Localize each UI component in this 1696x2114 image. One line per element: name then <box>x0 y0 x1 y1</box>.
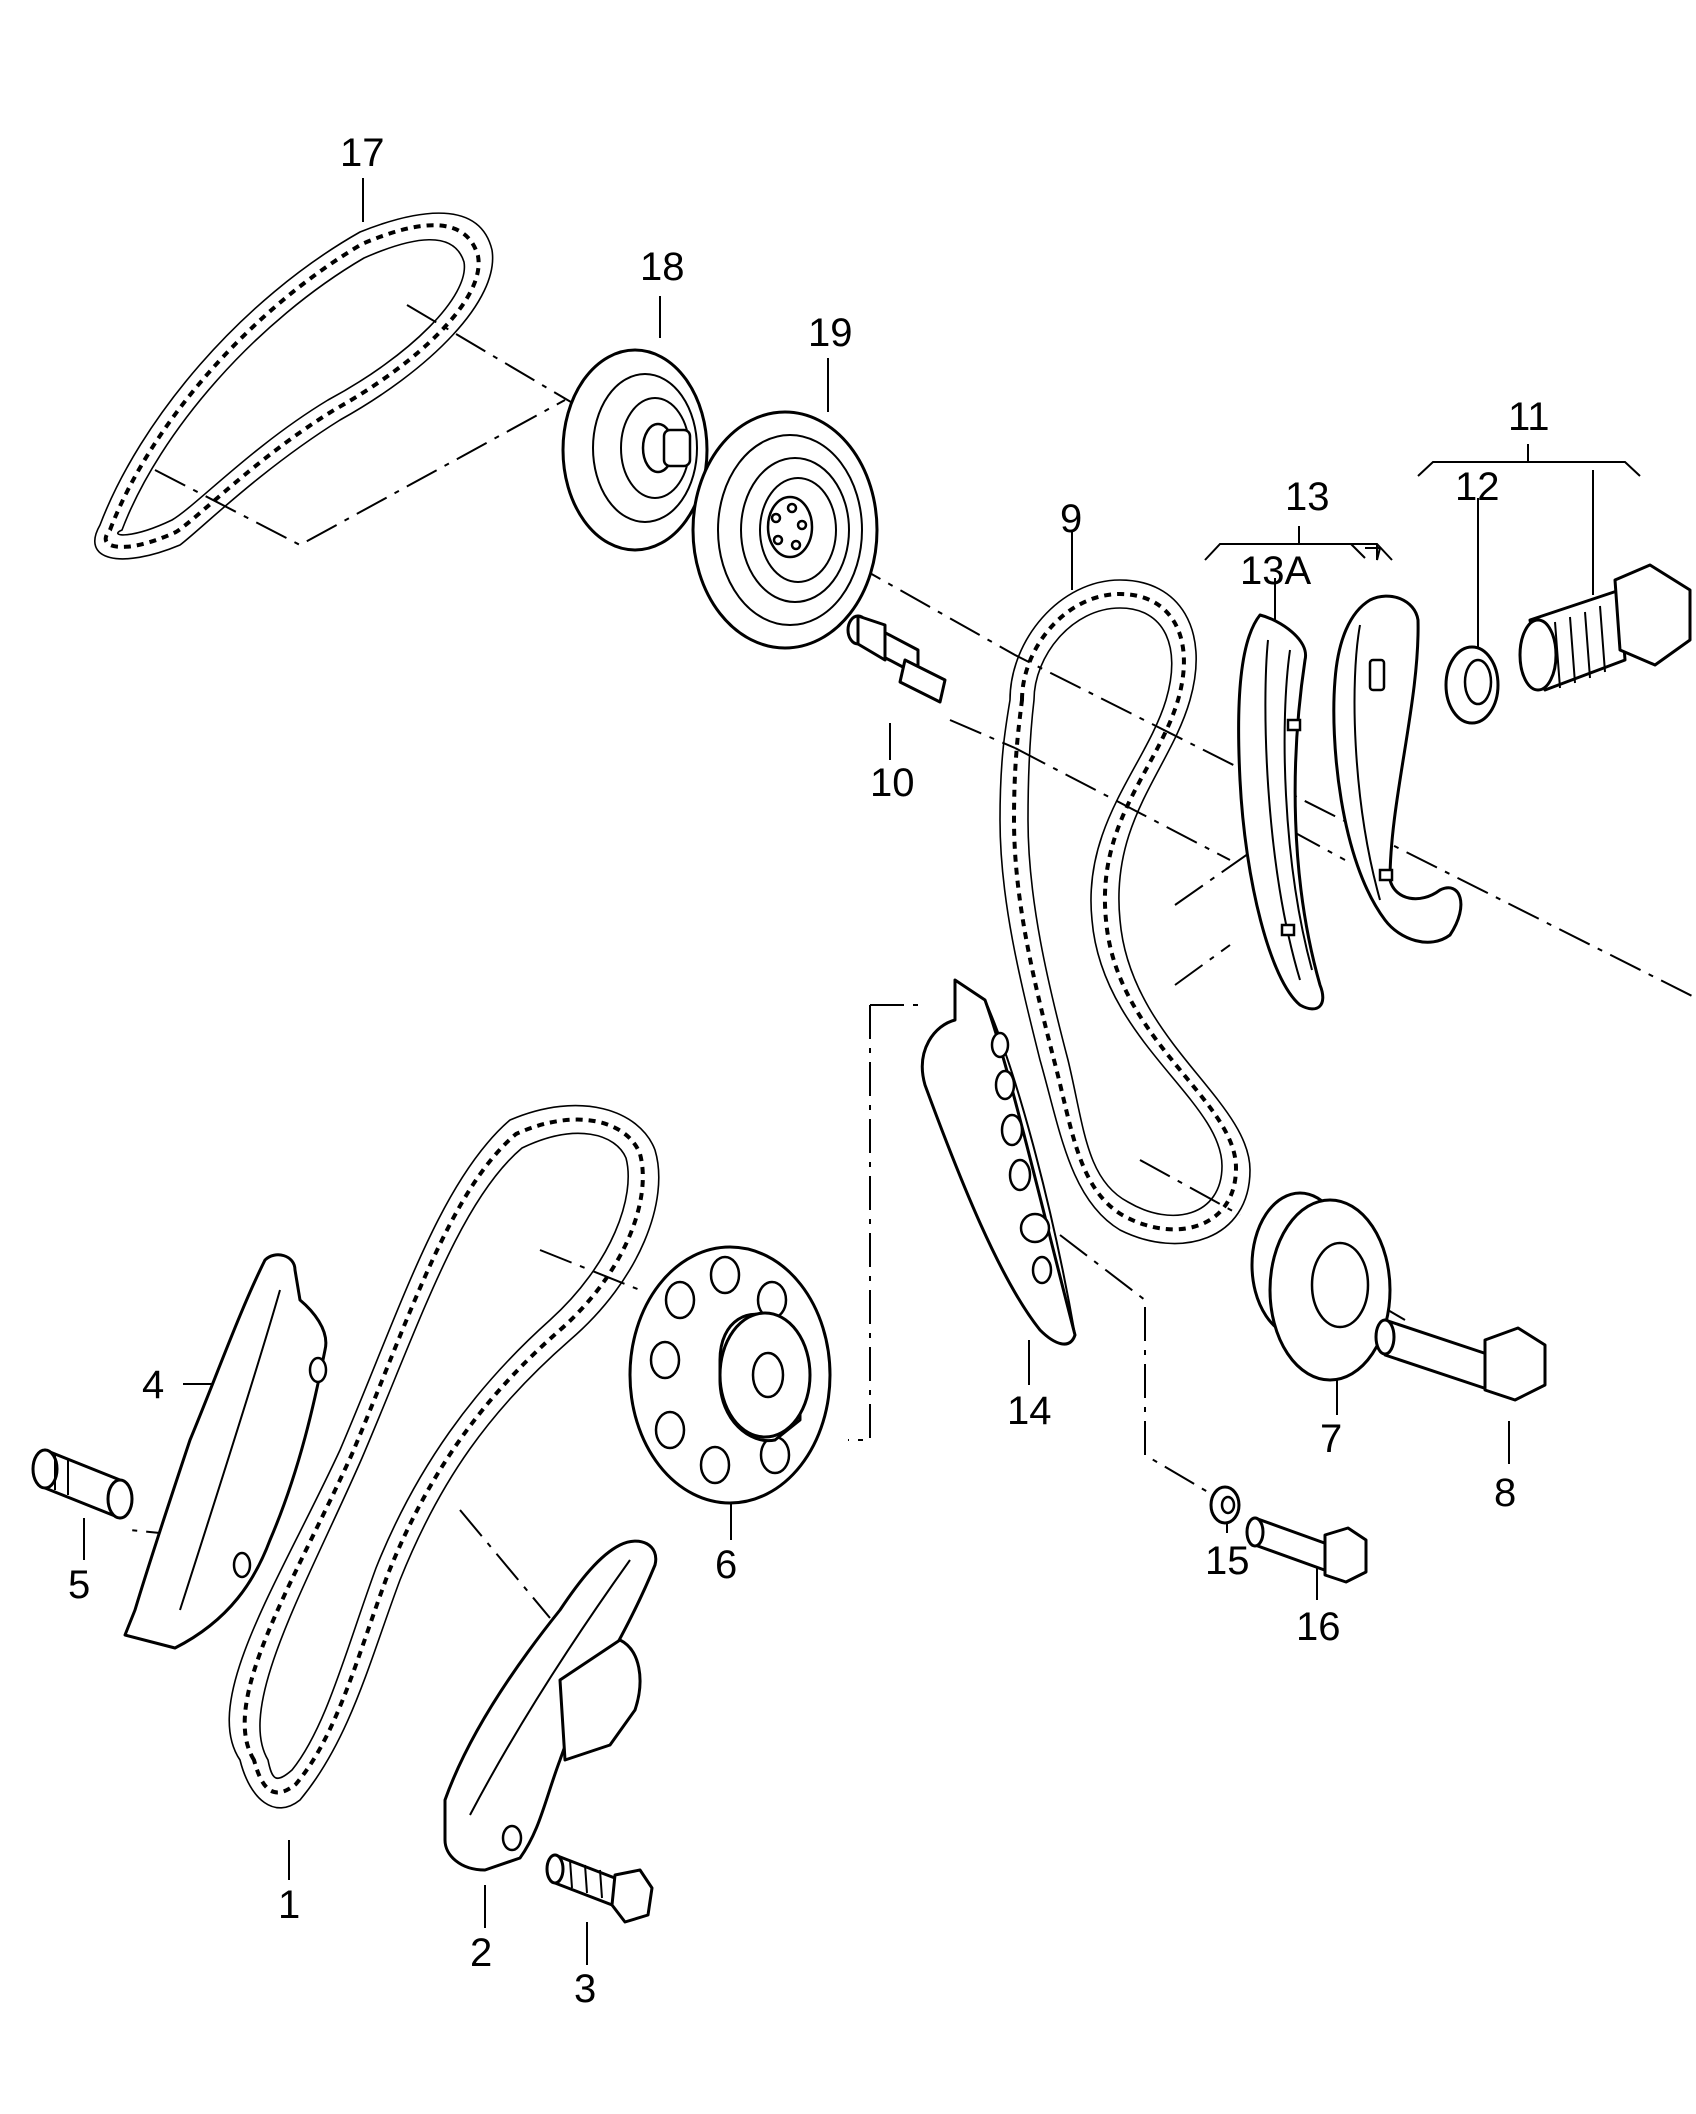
callout-16: 16 <box>1296 1605 1341 1649</box>
chain-17 <box>94 212 494 560</box>
tensioner-11 <box>1518 563 1692 692</box>
callout-19: 19 <box>808 311 853 355</box>
sprocket-19 <box>691 410 879 650</box>
callout-14: 14 <box>1007 1389 1052 1433</box>
tensioner-rail-2 <box>443 1539 658 1872</box>
bolt-8 <box>1374 1318 1547 1402</box>
callout-17: 17 <box>340 131 385 175</box>
callout-9: 9 <box>1060 497 1082 541</box>
leader-lines <box>83 178 1641 1965</box>
guide-rail-4 <box>123 1253 328 1650</box>
callout-5: 5 <box>68 1563 90 1607</box>
callout-10: 10 <box>870 761 915 805</box>
callout-15: 15 <box>1205 1539 1250 1583</box>
callout-4: 4 <box>142 1363 164 1407</box>
callout-3: 3 <box>574 1967 596 2011</box>
sprocket-18 <box>561 348 709 552</box>
callout-12: 12 <box>1455 465 1500 509</box>
washer-12 <box>1444 645 1500 725</box>
callout-13a: 13A <box>1240 549 1311 593</box>
callout-labels: 17 18 19 9 13 13A 11 12 10 4 5 6 14 7 8 … <box>68 131 1550 2011</box>
callout-11: 11 <box>1508 395 1550 439</box>
guide-rail-14 <box>920 978 1077 1346</box>
callout-2: 2 <box>470 1931 492 1975</box>
callout-18: 18 <box>640 245 685 289</box>
bolt-10 <box>846 614 947 704</box>
sprocket-6 <box>628 1245 832 1505</box>
chain-1 <box>228 1104 660 1809</box>
chain-9 <box>999 579 1251 1245</box>
tensioner-rail-13 <box>1332 594 1463 944</box>
callout-1: 1 <box>278 1883 300 1927</box>
callout-6: 6 <box>715 1543 737 1587</box>
bolt-16 <box>1245 1516 1368 1584</box>
washer-15 <box>1209 1485 1241 1525</box>
bolt-3 <box>545 1853 654 1924</box>
callout-13: 13 <box>1285 475 1330 519</box>
pin-5 <box>31 1448 134 1520</box>
callout-8: 8 <box>1494 1471 1516 1515</box>
callout-7: 7 <box>1320 1417 1342 1461</box>
sprocket-7 <box>1250 1191 1392 1382</box>
guide-rail-13a <box>1237 613 1325 1011</box>
